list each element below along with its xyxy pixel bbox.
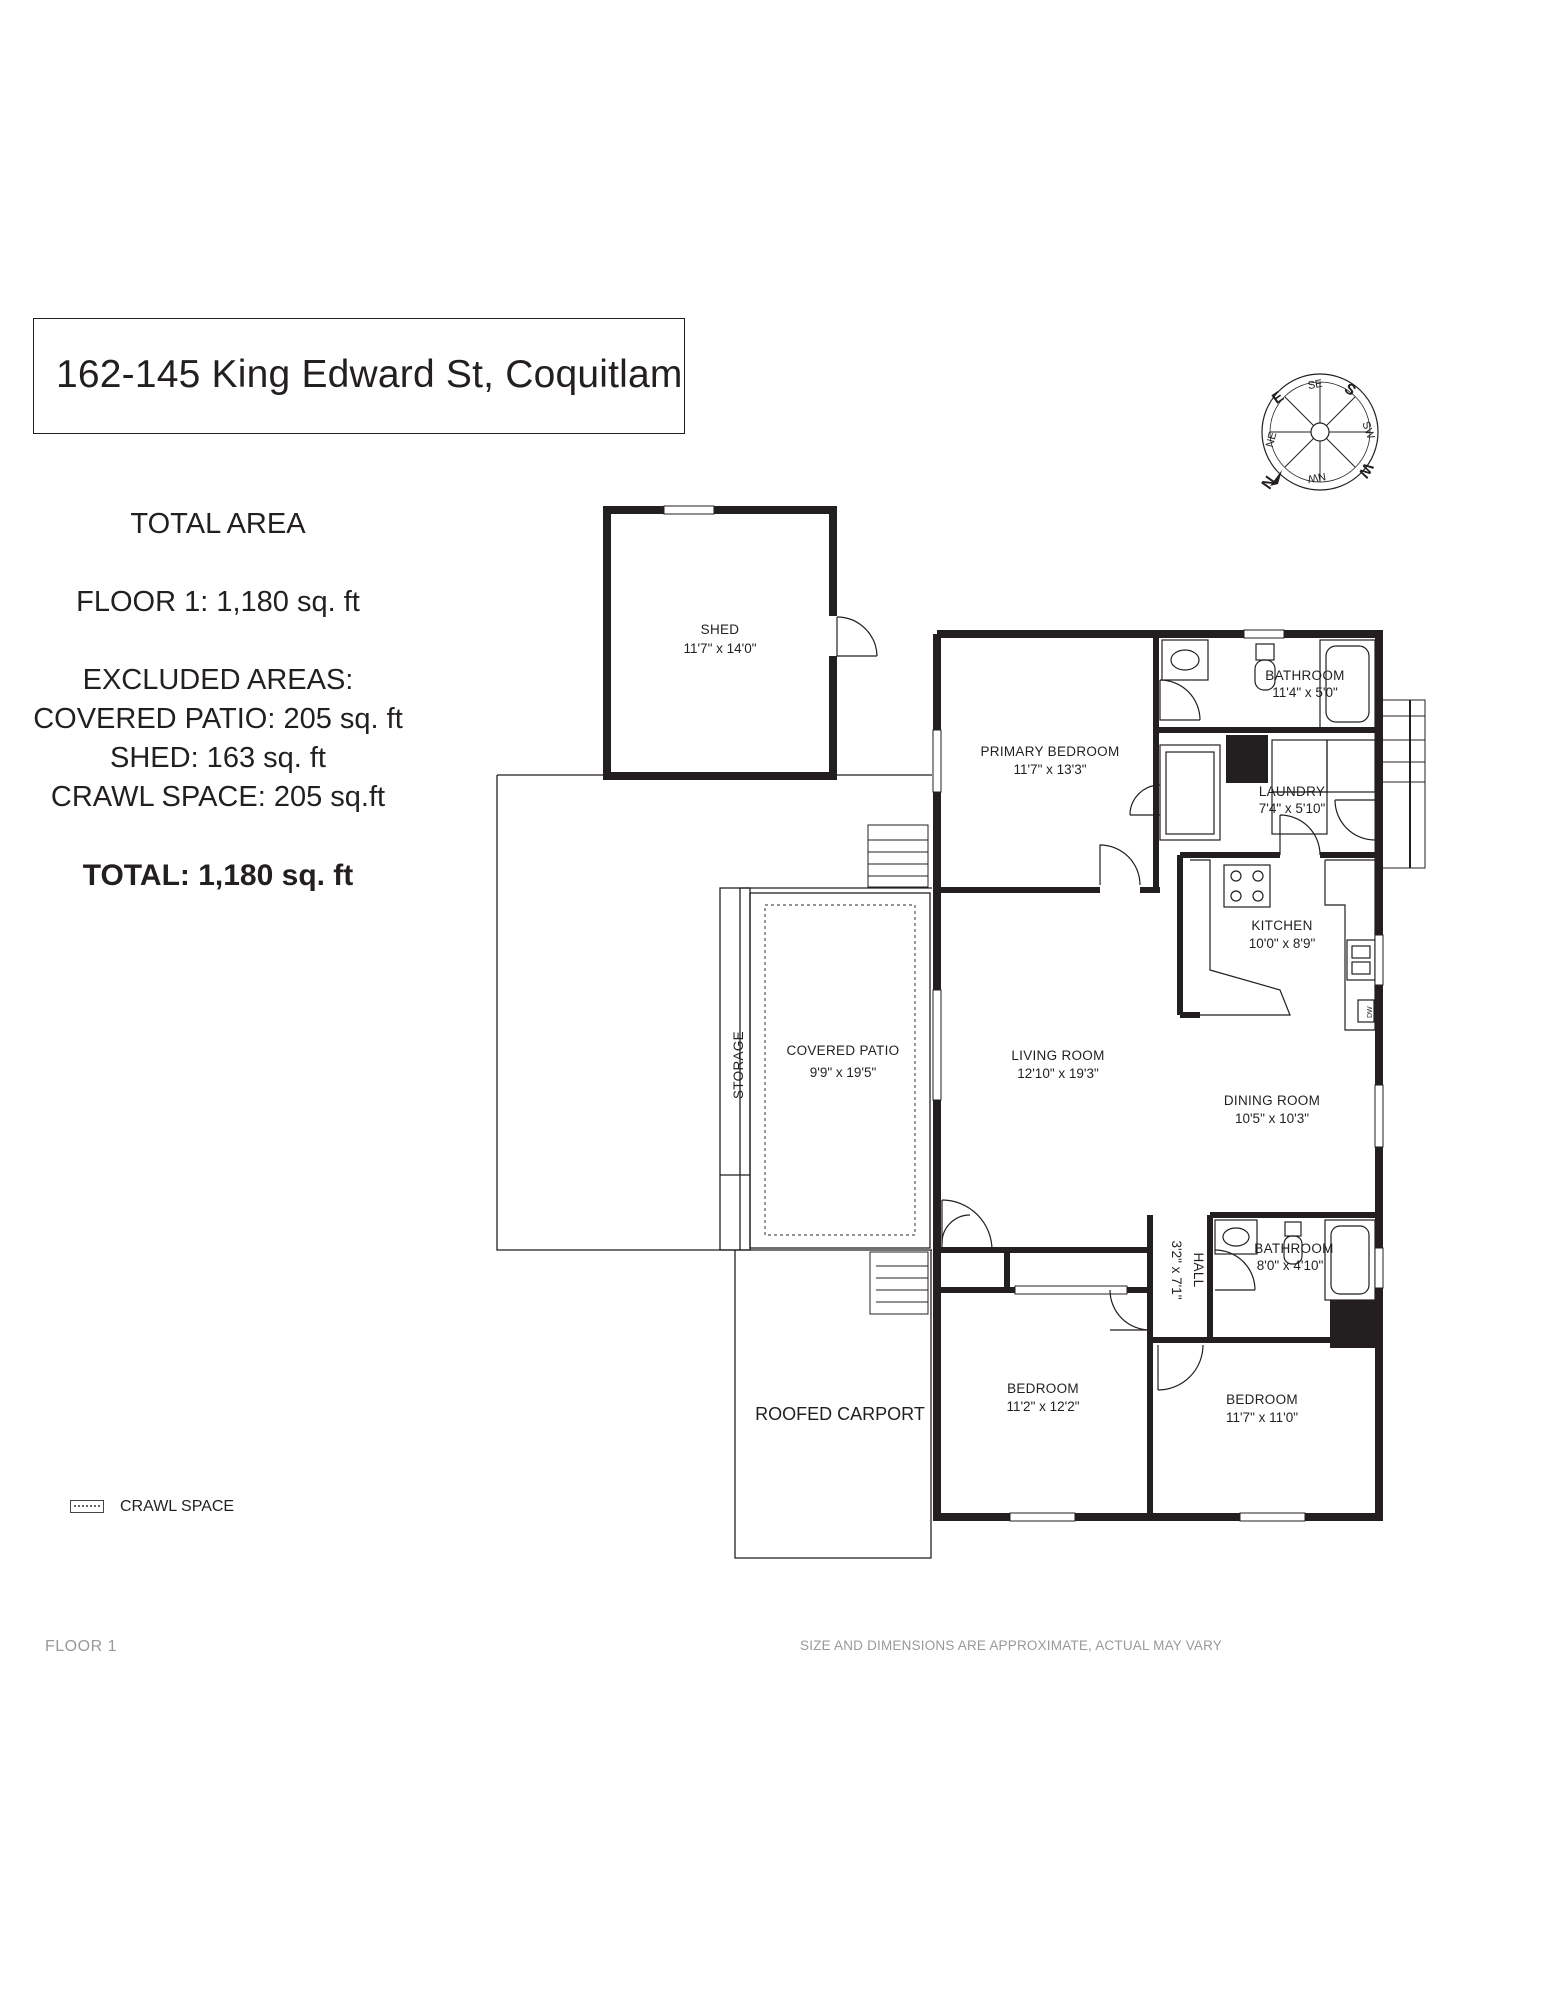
compass-ne: NE bbox=[1264, 431, 1280, 449]
site-outline bbox=[496, 775, 741, 1251]
kitchen-counters: DW bbox=[1190, 859, 1376, 1031]
shed-door bbox=[829, 616, 878, 657]
bedroom-1-dims: 11'2" x 12'2" bbox=[1006, 1399, 1079, 1414]
primary-bedroom-dims: 11'7" x 13'3" bbox=[1013, 762, 1086, 777]
shed-area: SHED: 163 sq. ft bbox=[110, 742, 326, 774]
compass-e: E bbox=[1269, 388, 1287, 408]
roofed-carport-name: ROOFED CARPORT bbox=[755, 1404, 925, 1424]
kitchen-name: KITCHEN bbox=[1251, 918, 1312, 933]
floor1-area: FLOOR 1: 1,180 sq. ft bbox=[76, 586, 360, 618]
storage-name: STORAGE bbox=[731, 1031, 746, 1099]
bathroom-1-dims: 11'4" x 5'0" bbox=[1272, 685, 1338, 700]
windows bbox=[932, 629, 1384, 1522]
dining-room-dims: 10'5" x 10'3" bbox=[1235, 1111, 1309, 1126]
bathroom-2-name: BATHROOM bbox=[1254, 1241, 1333, 1256]
laundry-name: LAUNDRY bbox=[1259, 784, 1325, 799]
covered-patio-dims: 9'9" x 19'5" bbox=[810, 1065, 877, 1080]
compass-sw: SW bbox=[1359, 420, 1377, 441]
shed-name: SHED bbox=[701, 622, 740, 637]
primary-bedroom-name: PRIMARY BEDROOM bbox=[980, 744, 1119, 759]
laundry-dims: 7'4" x 5'10" bbox=[1259, 801, 1326, 816]
crawl-space-hatch bbox=[764, 904, 916, 1236]
house-walls bbox=[933, 630, 1383, 1521]
stairs-south bbox=[869, 1251, 929, 1315]
total-area: TOTAL: 1,180 sq. ft bbox=[82, 859, 354, 892]
property-address: 162-145 King Edward St, Coquitlam bbox=[56, 353, 683, 396]
door-swings bbox=[941, 679, 1376, 1391]
living-room-dims: 12'10" x 19'3" bbox=[1017, 1066, 1099, 1081]
dining-room-name: DINING ROOM bbox=[1224, 1093, 1320, 1108]
bedroom-2-name: BEDROOM bbox=[1226, 1392, 1298, 1407]
primary-closet bbox=[1159, 744, 1221, 841]
disclaimer: SIZE AND DIMENSIONS ARE APPROXIMATE, ACT… bbox=[800, 1638, 1223, 1653]
hall-dims: 3'2" x 7'1" bbox=[1169, 1240, 1184, 1299]
laundry-fixtures bbox=[1271, 739, 1376, 835]
bedroom-1-name: BEDROOM bbox=[1007, 1381, 1079, 1396]
hall-name: HALL bbox=[1191, 1253, 1206, 1288]
storage-area bbox=[719, 887, 751, 1251]
compass-nw: NW bbox=[1306, 470, 1327, 485]
living-room-name: LIVING ROOM bbox=[1011, 1048, 1104, 1063]
crawl-space-legend-label: CRAWL SPACE bbox=[120, 1498, 235, 1515]
area-summary: TOTAL AREA FLOOR 1: 1,180 sq. ft EXCLUDE… bbox=[20, 505, 416, 895]
stairs-north bbox=[867, 824, 929, 888]
carport-outline bbox=[734, 1250, 932, 1559]
compass-icon: N NE E SE S SW W NW bbox=[1259, 373, 1379, 493]
covered-patio-name: COVERED PATIO bbox=[787, 1043, 900, 1058]
compass-n: N bbox=[1259, 473, 1280, 492]
total-area-heading: TOTAL AREA bbox=[130, 508, 306, 540]
covered-patio-area: COVERED PATIO: 205 sq. ft bbox=[33, 703, 403, 735]
excluded-areas-heading: EXCLUDED AREAS: bbox=[82, 664, 354, 696]
floor-label: FLOOR 1 bbox=[45, 1638, 117, 1655]
compass-w: W bbox=[1354, 460, 1376, 481]
bathroom-1-fixtures bbox=[1161, 639, 1376, 729]
shed-dims: 11'7" x 14'0" bbox=[683, 641, 756, 656]
dishwasher-label: DW bbox=[1367, 1006, 1374, 1018]
bathroom-1-name: BATHROOM bbox=[1265, 668, 1344, 683]
bathroom-2-dims: 8'0" x 4'10" bbox=[1257, 1258, 1324, 1273]
bedroom-2-dims: 11'7" x 11'0" bbox=[1226, 1410, 1298, 1425]
kitchen-dims: 10'0" x 8'9" bbox=[1249, 936, 1316, 951]
title-box: 162-145 King Edward St, Coquitlam bbox=[33, 318, 685, 434]
crawl-space-area: CRAWL SPACE: 205 sq.ft bbox=[50, 781, 386, 813]
crawl-space-swatch bbox=[70, 1500, 104, 1513]
compass-s: S bbox=[1341, 380, 1359, 400]
compass-se: SE bbox=[1307, 378, 1324, 392]
